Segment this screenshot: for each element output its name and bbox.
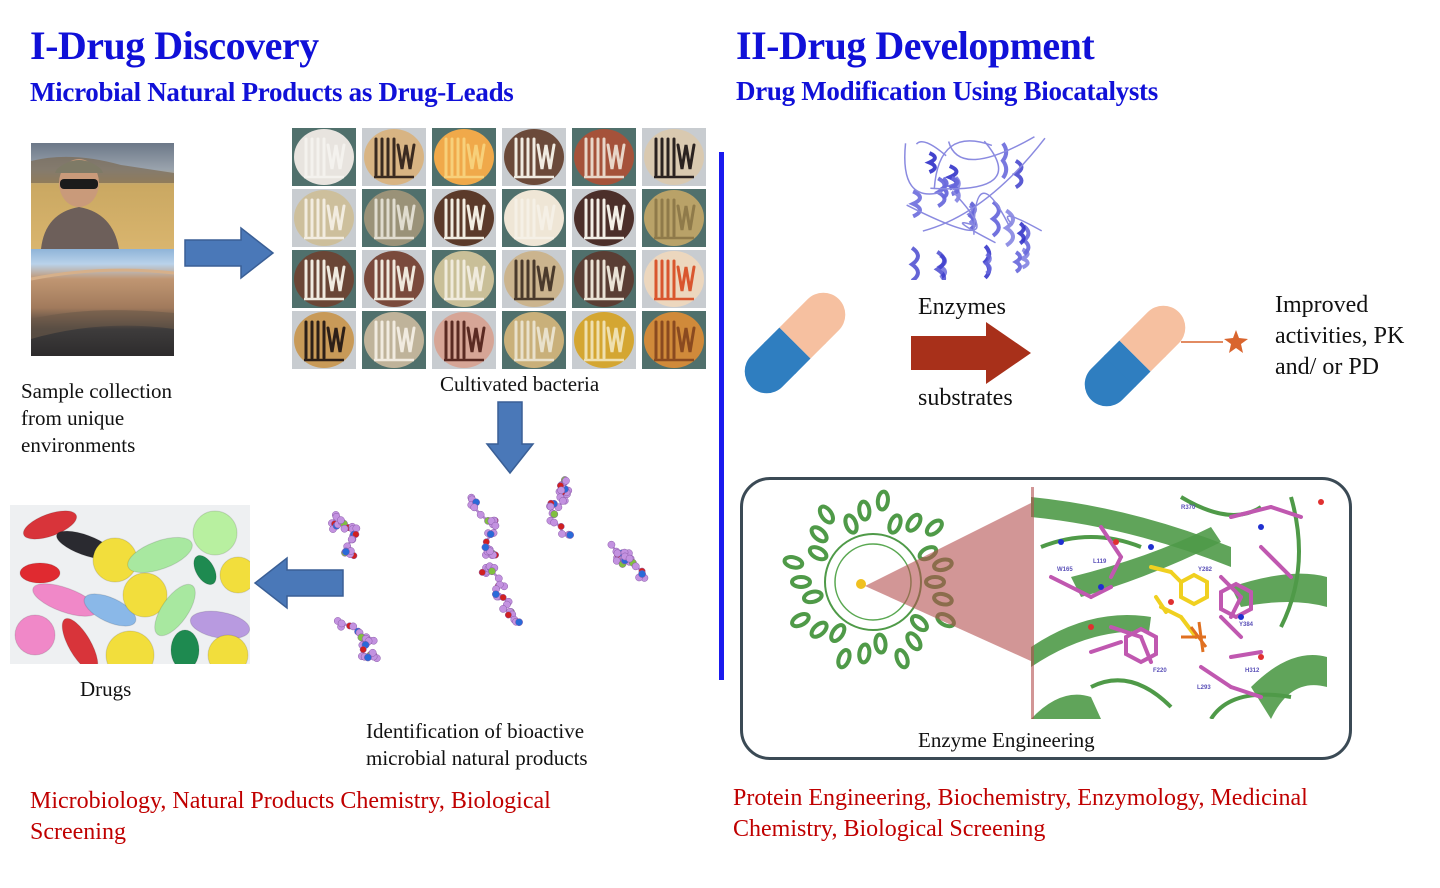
substrates-label: substrates	[918, 385, 1013, 411]
petri-dish	[642, 311, 706, 369]
petri-dish	[502, 311, 566, 369]
caption-line: microbial natural products	[366, 746, 588, 770]
active-site-closeup: R370 L119 W165 Y282 Y384 F220 H312 L293	[1031, 487, 1327, 719]
enzyme-engineering-caption: Enzyme Engineering	[918, 728, 1095, 752]
outcome-line: activities, PK	[1275, 323, 1405, 349]
cultivated-bacteria-plates	[292, 128, 708, 372]
residue-label: W165	[1057, 567, 1073, 573]
caption-line: from unique	[21, 406, 125, 430]
outcome-label: Improved activities, PK and/ or PD	[1275, 290, 1404, 383]
petri-dish	[642, 250, 706, 308]
enzymes-label: Enzymes	[918, 294, 1006, 320]
petri-dish	[502, 250, 566, 308]
petri-dish	[642, 189, 706, 247]
petri-dish	[572, 311, 636, 369]
outcome-line: and/ or PD	[1275, 354, 1379, 380]
petri-dish	[362, 189, 426, 247]
enzyme-engineering-panel	[740, 477, 1352, 760]
crater-landscape-photo	[31, 249, 174, 356]
drugs-caption: Drugs	[80, 677, 132, 701]
residue-label: H312	[1245, 668, 1260, 674]
discovery-title: I-Drug Discovery	[30, 23, 319, 68]
residue-label: R370	[1181, 505, 1196, 511]
petri-dish	[432, 128, 496, 186]
green-enzyme-overview	[782, 489, 1033, 670]
fields-line: Chemistry, Biological Screening	[733, 816, 1046, 842]
petri-dish	[642, 128, 706, 186]
sample-collection-caption: Sample collection from unique environmen…	[21, 378, 172, 459]
residue-label: Y282	[1198, 567, 1213, 573]
residue-label: F220	[1153, 668, 1167, 674]
residue-label: Y384	[1239, 622, 1254, 628]
petri-dish	[292, 311, 356, 369]
caption-line: Identification of bioactive	[366, 719, 585, 743]
flow-arrow-left-icon	[253, 556, 344, 610]
petri-dish	[502, 189, 566, 247]
bacteria-caption: Cultivated bacteria	[440, 372, 600, 396]
petri-dish	[502, 128, 566, 186]
fields-line: Screening	[30, 819, 126, 845]
field-researcher-photo	[31, 143, 174, 249]
discovery-subtitle: Microbial Natural Products as Drug-Leads	[30, 77, 514, 107]
caption-line: environments	[21, 433, 136, 457]
petri-dish	[362, 250, 426, 308]
petri-dish	[572, 189, 636, 247]
petri-dish	[432, 311, 496, 369]
residue-label: L293	[1197, 685, 1211, 691]
residue-label: L119	[1093, 559, 1107, 565]
petri-dish	[362, 311, 426, 369]
petri-dish	[292, 189, 356, 247]
star-icon	[1224, 330, 1248, 353]
outcome-line: Improved	[1275, 292, 1369, 318]
fields-line: Protein Engineering, Biochemistry, Enzym…	[733, 785, 1308, 811]
reaction-arrow-icon	[911, 322, 1031, 384]
flow-arrow-down-icon	[485, 401, 535, 475]
section-divider	[719, 152, 724, 680]
products-caption: Identification of bioactive microbial na…	[366, 718, 588, 772]
petri-dish	[432, 250, 496, 308]
petri-dish	[572, 250, 636, 308]
drugs-photo	[10, 505, 250, 664]
modified-drug-capsule-icon	[1084, 305, 1248, 407]
petri-dish	[432, 189, 496, 247]
fields-line: Microbiology, Natural Products Chemistry…	[30, 788, 551, 814]
discovery-fields: Microbiology, Natural Products Chemistry…	[30, 786, 551, 848]
petri-dish	[292, 250, 356, 308]
development-title: II-Drug Development	[736, 23, 1095, 68]
development-fields: Protein Engineering, Biochemistry, Enzym…	[733, 783, 1308, 845]
flow-arrow-right-icon	[184, 226, 275, 280]
petri-dish	[572, 128, 636, 186]
enzyme-structure	[904, 136, 1046, 280]
petri-dish	[292, 128, 356, 186]
petri-dish	[362, 128, 426, 186]
development-subtitle: Drug Modification Using Biocatalysts	[736, 76, 1158, 106]
drug-capsule-icon	[744, 292, 846, 394]
natural-product-molecules	[328, 476, 649, 663]
caption-line: Sample collection	[21, 379, 173, 403]
